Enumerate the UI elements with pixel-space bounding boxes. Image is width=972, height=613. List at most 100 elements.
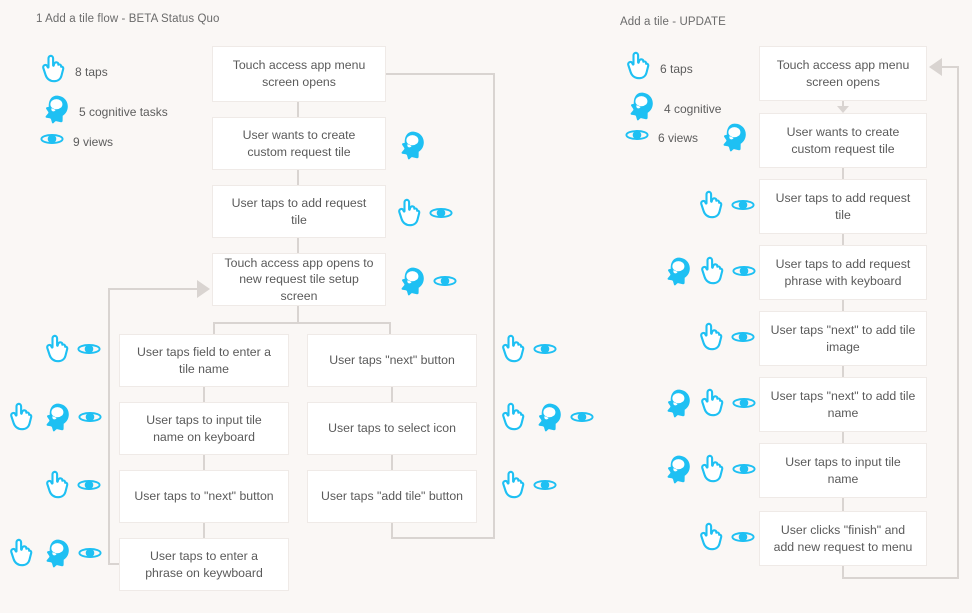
arrow-into-u1 bbox=[929, 58, 942, 76]
eye-icon bbox=[625, 128, 649, 147]
connector-u-loop-bottom bbox=[842, 577, 959, 579]
hand-tap-icon bbox=[396, 198, 422, 233]
annotation-u4 bbox=[662, 256, 756, 291]
flow-node-b5-label: User taps field to enter a tile name bbox=[137, 344, 271, 376]
flow-node-b4-label: Touch access app opens to new request ti… bbox=[224, 255, 374, 303]
annotation-u8 bbox=[698, 522, 755, 557]
flow-node-b1[interactable]: Touch access app menu screen opens bbox=[212, 46, 386, 102]
flow-node-u3[interactable]: User taps to add request tile bbox=[759, 179, 927, 234]
annotation-b5 bbox=[44, 334, 101, 369]
flow-node-b6-label: User taps to input tile name on keyboard bbox=[146, 412, 262, 444]
flow-node-b7[interactable]: User taps to "next" button bbox=[119, 470, 289, 523]
annotation-u5 bbox=[698, 322, 755, 357]
head-thought-icon bbox=[662, 256, 692, 291]
eye-icon bbox=[570, 410, 594, 429]
head-thought-icon bbox=[662, 454, 692, 489]
connector-b5-b6 bbox=[203, 386, 205, 403]
hand-tap-icon bbox=[699, 454, 725, 489]
flow-node-b2[interactable]: User wants to create custom request tile bbox=[212, 117, 386, 170]
flow-node-u2-label: User wants to create custom request tile bbox=[786, 124, 900, 156]
annotation-u7 bbox=[662, 454, 756, 489]
flow-node-u1-label: Touch access app menu screen opens bbox=[776, 57, 910, 89]
flow-node-b3[interactable]: User taps to add request tile bbox=[212, 185, 386, 238]
flow-node-b2-label: User wants to create custom request tile bbox=[242, 127, 356, 159]
annotation-b11 bbox=[500, 470, 557, 505]
annotation-u2 bbox=[718, 122, 748, 157]
head-thought-icon bbox=[41, 538, 71, 573]
connector-split-left bbox=[213, 322, 215, 335]
annotation-u3 bbox=[698, 190, 755, 225]
flow-node-u5-label: User taps "next" to add tile image bbox=[770, 322, 916, 354]
eye-icon bbox=[731, 530, 755, 549]
flow-node-u8-label: User clicks "finish" and add new request… bbox=[773, 522, 913, 554]
connector-u7-u8 bbox=[842, 497, 844, 511]
connector-loop-right bbox=[493, 73, 495, 539]
hand-tap-icon bbox=[44, 334, 70, 369]
hand-tap-icon bbox=[500, 402, 526, 437]
head-thought-icon bbox=[41, 402, 71, 437]
flow-node-u4[interactable]: User taps to add request phrase with key… bbox=[759, 245, 927, 300]
flow-node-u1[interactable]: Touch access app menu screen opens bbox=[759, 46, 927, 101]
flow-node-b9-label: User taps "next" button bbox=[329, 353, 455, 368]
eye-icon bbox=[533, 478, 557, 497]
eye-icon bbox=[40, 132, 64, 151]
connector-u-loop-right bbox=[957, 66, 959, 579]
connector-u6-u7 bbox=[842, 431, 844, 445]
connector-b8-loop-top bbox=[108, 288, 200, 290]
annotation-b2 bbox=[396, 130, 426, 165]
flow-node-b9[interactable]: User taps "next" button bbox=[307, 334, 477, 387]
head-thought-icon bbox=[396, 130, 426, 165]
annotation-b7 bbox=[44, 470, 101, 505]
arrow-into-b4 bbox=[197, 280, 210, 298]
hand-tap-icon bbox=[698, 522, 724, 557]
hand-tap-icon bbox=[699, 388, 725, 423]
legend-label-taps: 8 taps bbox=[75, 64, 108, 79]
eye-icon bbox=[78, 410, 102, 429]
connector-split-bar bbox=[213, 322, 391, 324]
connector-b7-b8 bbox=[203, 522, 205, 539]
flow-node-u4-label: User taps to add request phrase with key… bbox=[775, 256, 911, 288]
connector-b2-b3 bbox=[297, 169, 299, 186]
hand-tap-icon bbox=[699, 256, 725, 291]
flow-node-u6[interactable]: User taps "next" to add tile name bbox=[759, 377, 927, 432]
connector-u8-loop-down bbox=[842, 565, 844, 579]
legend-label-taps-update: 6 taps bbox=[660, 61, 693, 76]
flow-node-b11[interactable]: User taps "add tile" button bbox=[307, 470, 477, 523]
eye-icon bbox=[78, 546, 102, 565]
flow-node-u2[interactable]: User wants to create custom request tile bbox=[759, 113, 927, 168]
flow-node-b10[interactable]: User taps to select icon bbox=[307, 402, 477, 455]
connector-b11-loop-down bbox=[391, 522, 393, 539]
head-thought-icon bbox=[718, 122, 748, 157]
hand-tap-icon bbox=[44, 470, 70, 505]
flow-node-b4[interactable]: Touch access app opens to new request ti… bbox=[212, 253, 386, 306]
flow-node-b6[interactable]: User taps to input tile name on keyboard bbox=[119, 402, 289, 455]
legend-row-cognitive-update: 4 cognitive bbox=[625, 91, 721, 126]
connector-b6-b7 bbox=[203, 454, 205, 471]
head-thought-icon bbox=[396, 266, 426, 301]
hand-tap-icon bbox=[698, 322, 724, 357]
annotation-b10 bbox=[500, 402, 594, 437]
connector-b10-b11 bbox=[391, 454, 393, 471]
connector-loop-bottom bbox=[391, 537, 495, 539]
legend-label-views-update: 6 views bbox=[658, 130, 699, 145]
legend-row-taps: 8 taps bbox=[40, 54, 108, 89]
legend-label-cognitive-update: 4 cognitive bbox=[664, 101, 722, 116]
annotation-b3 bbox=[396, 198, 453, 233]
legend-label-views: 9 views bbox=[73, 134, 114, 149]
flow-node-u5[interactable]: User taps "next" to add tile image bbox=[759, 311, 927, 366]
connector-u4-u5 bbox=[842, 299, 844, 313]
eye-icon bbox=[732, 264, 756, 283]
flow-node-b5[interactable]: User taps field to enter a tile name bbox=[119, 334, 289, 387]
connector-u5-u6 bbox=[842, 365, 844, 379]
flow-node-b8[interactable]: User taps to enter a phrase on keywboard bbox=[119, 538, 289, 591]
flow-node-u7[interactable]: User taps to input tile name bbox=[759, 443, 927, 498]
flow-node-u8[interactable]: User clicks "finish" and add new request… bbox=[759, 511, 927, 566]
legend-row-views-update: 6 views bbox=[625, 128, 698, 147]
hand-tap-icon bbox=[40, 54, 66, 89]
eye-icon bbox=[429, 206, 453, 225]
flow-node-u3-label: User taps to add request tile bbox=[775, 190, 911, 222]
connector-u1-u2 bbox=[842, 100, 844, 108]
connector-b1-b2 bbox=[297, 101, 299, 119]
flow-node-u6-label: User taps "next" to add tile name bbox=[770, 388, 916, 420]
